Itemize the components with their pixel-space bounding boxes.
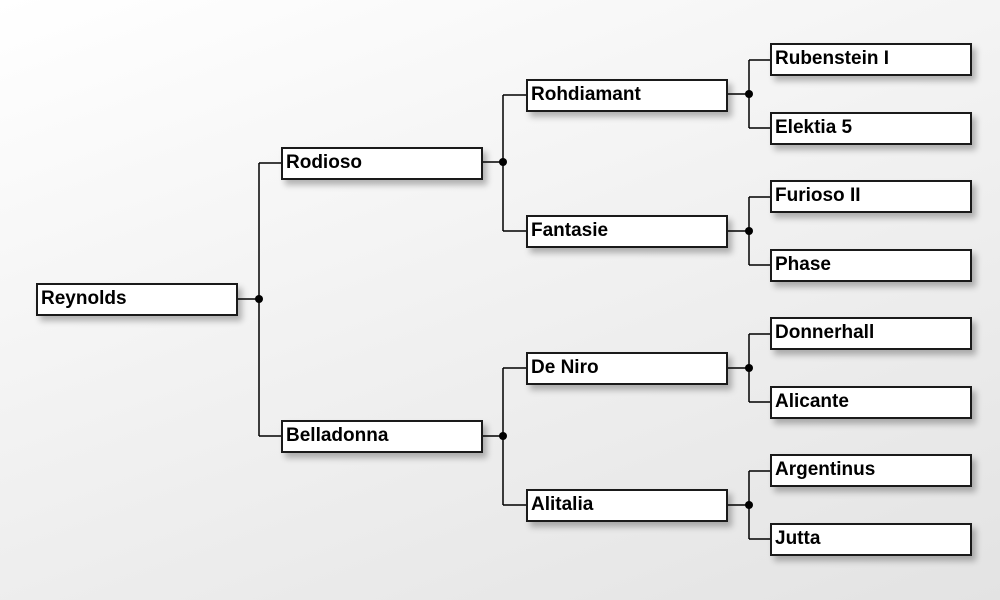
node-sire-dam-dam[interactable]: Phase	[770, 249, 972, 282]
node-subject[interactable]: Reynolds	[36, 283, 238, 316]
node-dam-dam-sire[interactable]: Argentinus	[770, 454, 972, 487]
node-sire-sire-sire[interactable]: Rubenstein I	[770, 43, 972, 76]
junction-dot	[745, 227, 753, 235]
junction-dot	[255, 295, 263, 303]
node-sire-sire[interactable]: Rohdiamant	[526, 79, 728, 112]
node-dam[interactable]: Belladonna	[281, 420, 483, 453]
connector-dam-dam	[727, 470, 770, 540]
connector-sire-dam	[727, 196, 770, 266]
node-dam-sire[interactable]: De Niro	[526, 352, 728, 385]
node-dam-dam-dam[interactable]: Jutta	[770, 523, 972, 556]
connector-sire-sire	[727, 59, 770, 129]
node-sire-dam[interactable]: Fantasie	[526, 215, 728, 248]
node-sire-sire-dam[interactable]: Elektia 5	[770, 112, 972, 145]
junction-dot	[499, 432, 507, 440]
node-dam-dam[interactable]: Alitalia	[526, 489, 728, 522]
junction-dot	[745, 501, 753, 509]
node-dam-sire-dam[interactable]: Alicante	[770, 386, 972, 419]
connector-dam-sire	[727, 333, 770, 403]
node-sire[interactable]: Rodioso	[281, 147, 483, 180]
junction-dot	[745, 364, 753, 372]
connector-dam	[482, 367, 527, 506]
junction-dot	[745, 90, 753, 98]
node-dam-sire-sire[interactable]: Donnerhall	[770, 317, 972, 350]
junction-dot	[499, 158, 507, 166]
connector-subject	[237, 162, 282, 437]
node-sire-dam-sire[interactable]: Furioso II	[770, 180, 972, 213]
connector-sire	[482, 94, 527, 232]
